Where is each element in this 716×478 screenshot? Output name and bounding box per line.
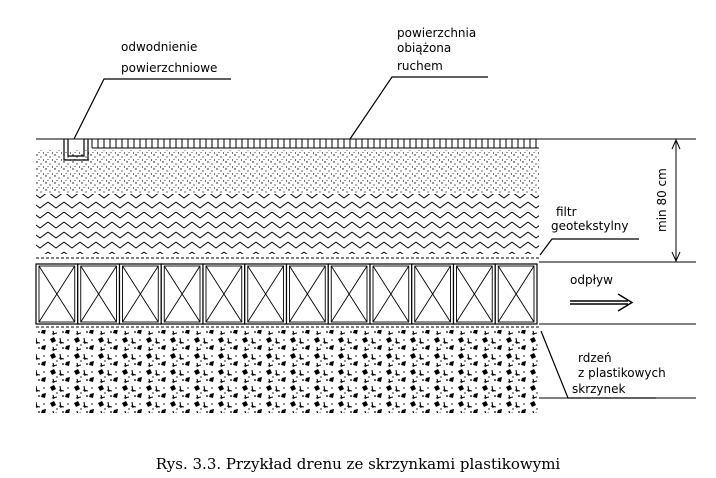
plastic-box — [118, 263, 162, 325]
plastic-box — [452, 263, 496, 325]
surface-drainage-leader — [73, 78, 231, 140]
min-depth-label: min 80 cm — [655, 168, 669, 232]
traffic-surface-leader — [349, 76, 488, 140]
core-label-line1: rdzeń — [578, 351, 612, 365]
filter-label-line1: filtr — [556, 205, 577, 219]
traffic-surface-label-line1: powierzchnia — [397, 26, 476, 40]
paving-strip — [91, 139, 539, 149]
plastic-box — [369, 263, 413, 325]
depth-dimension — [671, 138, 681, 263]
figure-caption: Rys. 3.3. Przykład drenu ze skrzynkami p… — [156, 455, 561, 473]
sand-layer — [36, 150, 539, 194]
plastic-box — [202, 263, 246, 325]
plastic-box — [35, 263, 79, 325]
traffic-surface-label-line3: ruchem — [397, 59, 443, 73]
plastic-box — [494, 263, 538, 325]
filter-leader — [539, 238, 639, 256]
plastic-box — [411, 263, 455, 325]
plastic-box — [77, 263, 121, 325]
chevron-layer — [36, 194, 539, 254]
outflow-arrow — [570, 293, 634, 312]
plastic-box — [244, 263, 288, 325]
outflow-label: odpływ — [570, 273, 613, 287]
filter-label-line2: geotekstylny — [551, 219, 628, 233]
plastic-box — [285, 263, 329, 325]
surface-drainage-label-line1: odwodnienie — [121, 40, 197, 54]
core-label-line2: z plastikowych — [578, 366, 666, 380]
traffic-surface-label-line2: obiążona — [397, 41, 451, 55]
plastic-box — [160, 263, 204, 325]
core-label-line3: skrzynek — [572, 382, 626, 396]
plastic-box-row — [35, 263, 538, 325]
surface-drainage-label-line2: powierzchniowe — [121, 61, 217, 75]
plastic-box — [327, 263, 371, 325]
gravel-layer — [36, 330, 539, 413]
core-leader — [540, 330, 656, 399]
